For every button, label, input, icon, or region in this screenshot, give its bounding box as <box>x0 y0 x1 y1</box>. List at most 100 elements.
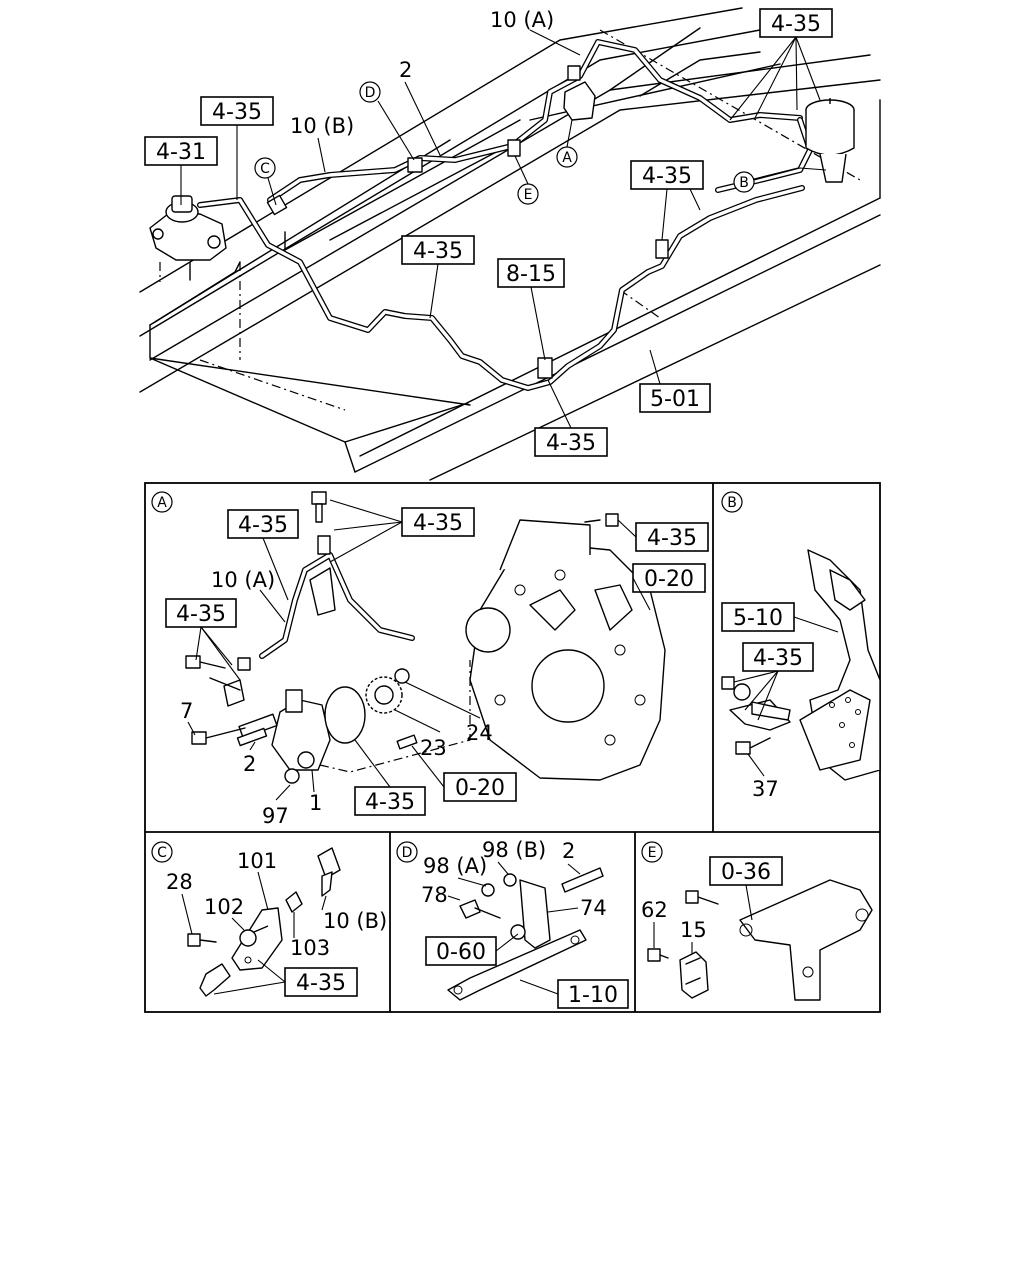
detail-D-leaders <box>447 861 581 995</box>
label-102: 102 <box>204 895 244 919</box>
svg-text:D: D <box>402 845 413 861</box>
ref-box-0-60: 0-60 <box>425 936 497 966</box>
svg-text:5-01: 5-01 <box>650 387 700 412</box>
ref-box-4-35-top-right: 4-35 <box>759 8 833 38</box>
label-62: 62 <box>641 898 668 922</box>
label-103: 103 <box>290 936 330 960</box>
label-2-D: 2 <box>562 839 575 863</box>
svg-text:E: E <box>648 845 657 861</box>
svg-text:0-20: 0-20 <box>455 776 505 801</box>
detail-E-leaders <box>653 884 753 954</box>
callout-C-top: C <box>254 157 276 179</box>
ref-box-1-10: 1-10 <box>557 979 629 1009</box>
svg-text:4-35: 4-35 <box>212 100 262 125</box>
bolts-detail-A <box>185 513 619 784</box>
vacuum-pump <box>238 689 331 771</box>
label-2-top: 2 <box>399 58 412 82</box>
label-15: 15 <box>680 918 707 942</box>
svg-text:A: A <box>562 150 572 166</box>
ref-box-5-10: 5-10 <box>721 602 795 632</box>
detail-A-leaders <box>187 499 651 801</box>
svg-text:4-35: 4-35 <box>546 431 596 456</box>
svg-text:4-35: 4-35 <box>753 646 803 671</box>
svg-text:C: C <box>157 845 167 861</box>
parts-D <box>447 867 604 1001</box>
svg-text:0-36: 0-36 <box>721 860 771 885</box>
ref-box-4-35-top-left: 4-35 <box>200 96 274 126</box>
callout-D-top: D <box>359 81 381 103</box>
ref-box-5-01: 5-01 <box>639 383 711 413</box>
detail-A: A <box>151 491 709 828</box>
svg-text:4-35: 4-35 <box>647 526 697 551</box>
svg-text:4-35: 4-35 <box>176 602 226 627</box>
parts-E <box>647 879 873 1001</box>
svg-text:A: A <box>157 495 167 511</box>
callout-C-detail: C <box>151 841 173 863</box>
label-10B-detail: 10 (B) <box>323 909 387 933</box>
ref-box-4-35-bottom: 4-35 <box>534 427 608 457</box>
svg-text:4-35: 4-35 <box>771 12 821 37</box>
label-23: 23 <box>420 736 447 760</box>
label-98A: 98 (A) <box>423 854 487 878</box>
callout-D-detail: D <box>396 841 418 863</box>
callout-A-detail: A <box>151 491 173 513</box>
svg-text:B: B <box>739 175 749 191</box>
callout-E-detail: E <box>641 841 663 863</box>
label-28: 28 <box>166 870 193 894</box>
callout-A-top: A <box>556 146 578 168</box>
detail-frames <box>144 482 881 1013</box>
ref-box-4-35-A2: 4-35 <box>401 507 475 537</box>
svg-text:4-35: 4-35 <box>238 513 288 538</box>
ref-box-8-15: 8-15 <box>497 258 565 288</box>
label-78: 78 <box>421 883 448 907</box>
label-1: 1 <box>309 791 322 815</box>
detail-C-leaders <box>181 871 327 995</box>
svg-text:E: E <box>524 187 533 203</box>
label-24: 24 <box>466 721 493 745</box>
parts-C <box>187 847 341 997</box>
label-10B-top: 10 (B) <box>290 114 354 138</box>
label-10A-detail: 10 (A) <box>211 568 275 592</box>
svg-text:C: C <box>260 161 270 177</box>
svg-text:0-20: 0-20 <box>644 567 694 592</box>
detail-E: E 0-36 62 15 <box>641 841 873 1001</box>
brake-pipe-route <box>197 39 813 391</box>
detail-D: D 98 (A) 98 (B) 2 78 74 0-60 1-10 <box>396 838 629 1009</box>
svg-text:4-35: 4-35 <box>642 164 692 189</box>
label-101: 101 <box>237 849 277 873</box>
label-98B: 98 (B) <box>482 838 546 862</box>
ref-box-4-35-center: 4-35 <box>401 235 475 265</box>
overview-view: 4-31 4-35 4-35 4-35 4-35 8-15 5-01 4-35 <box>139 7 881 481</box>
svg-text:1-10: 1-10 <box>568 983 618 1008</box>
callout-B-detail: B <box>721 491 743 513</box>
ref-box-4-35-A4: 4-35 <box>165 598 237 628</box>
reservoir-tank <box>805 98 855 183</box>
svg-text:B: B <box>727 495 737 511</box>
gear <box>365 668 410 714</box>
ref-box-4-35-A1: 4-35 <box>227 509 299 539</box>
pipe-clips <box>266 139 669 379</box>
svg-text:4-35: 4-35 <box>413 239 463 264</box>
chassis-frame <box>139 7 881 481</box>
callout-E-top: E <box>517 183 539 205</box>
ref-box-4-35-B: 4-35 <box>742 642 814 672</box>
ref-box-0-20-A1: 0-20 <box>632 563 706 593</box>
label-7: 7 <box>180 699 193 723</box>
overview-leaders <box>180 29 827 429</box>
ref-box-4-35-A3: 4-35 <box>635 522 709 552</box>
svg-text:8-15: 8-15 <box>506 262 556 287</box>
svg-text:5-10: 5-10 <box>733 606 783 631</box>
ref-box-0-20-A2: 0-20 <box>443 772 517 802</box>
label-97: 97 <box>262 804 289 828</box>
valve-A <box>563 65 596 121</box>
detail-C: C 28 101 102 103 10 (B) 4-35 <box>151 841 387 997</box>
o-ring <box>324 686 366 744</box>
label-74: 74 <box>580 896 607 920</box>
label-10A-top: 10 (A) <box>490 8 554 32</box>
svg-text:0-60: 0-60 <box>436 940 486 965</box>
ref-box-4-35-mid-right: 4-35 <box>630 160 704 190</box>
label-2-detail: 2 <box>243 752 256 776</box>
ref-box-4-35-C: 4-35 <box>284 967 358 997</box>
detail-B-leaders <box>733 616 839 777</box>
